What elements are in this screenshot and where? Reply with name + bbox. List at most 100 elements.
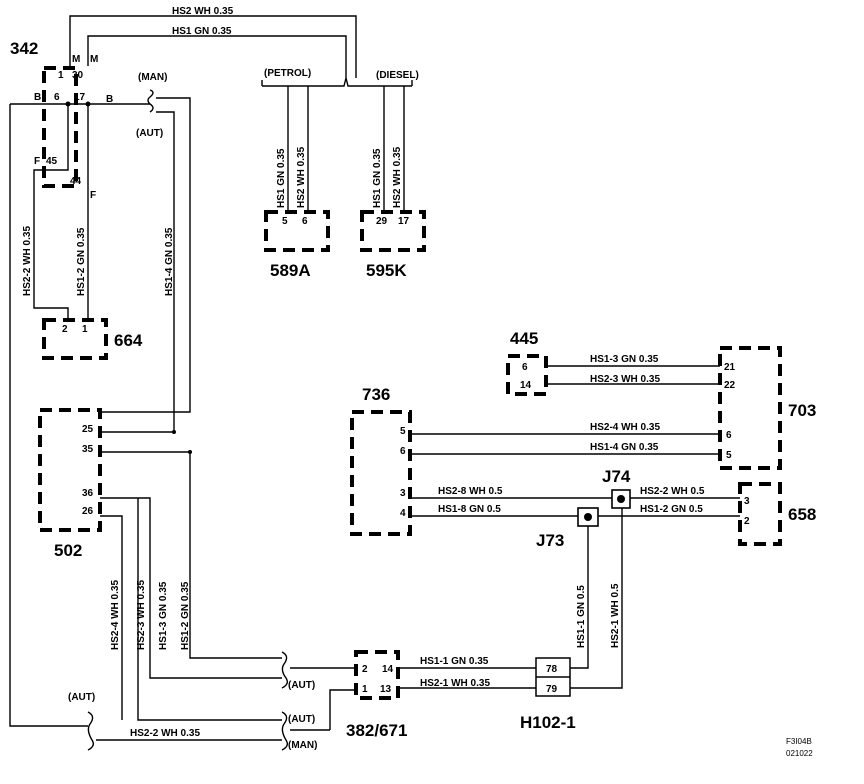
label-382-671: 382/671 — [346, 721, 407, 740]
svg-text:5: 5 — [282, 216, 288, 227]
label-502: 502 — [54, 541, 82, 560]
marker-m-1: M — [72, 54, 80, 65]
wire-hs2-2-left: HS2-2 WH 0.35 — [22, 226, 33, 296]
wire-hs1-1-v: HS1-1 GN 0.5 — [576, 585, 587, 648]
annotation-aut-left: (AUT) — [68, 692, 95, 703]
svg-text:14: 14 — [382, 664, 394, 675]
wires — [9, 15, 740, 751]
wire-hs2-8: HS2-8 WH 0.5 — [438, 486, 503, 497]
svg-text:1: 1 — [362, 684, 368, 695]
svg-text:5: 5 — [726, 450, 732, 461]
wire-595-gn: HS1 GN 0.35 — [372, 148, 383, 208]
wire-hs2-4-right: HS2-4 WH 0.35 — [590, 422, 660, 433]
label-j73: J73 — [536, 531, 564, 550]
junctions — [65, 101, 192, 454]
wire-top-hs2: HS2 WH 0.35 — [172, 6, 234, 17]
wire-hs1-4-mid: HS1-4 GN 0.35 — [164, 227, 175, 296]
wire-hs2-1-v: HS2-1 WH 0.5 — [610, 583, 621, 648]
wire-hs1-2-bottom: HS1-2 GN 0.35 — [180, 581, 191, 650]
svg-text:4: 4 — [400, 508, 406, 519]
annotation-petrol: (PETROL) — [264, 68, 311, 79]
marker-f-1: F — [34, 156, 40, 167]
marker-f-2: F — [90, 190, 96, 201]
annotation-aut-top: (AUT) — [136, 128, 163, 139]
svg-text:6: 6 — [54, 92, 60, 103]
annotation-man-bottom: (MAN) — [288, 740, 317, 751]
svg-text:6: 6 — [400, 446, 406, 457]
svg-text:2: 2 — [362, 664, 368, 675]
svg-text:45: 45 — [46, 156, 58, 167]
wire-hs1-4-right: HS1-4 GN 0.35 — [590, 442, 659, 453]
component-445-box — [506, 354, 548, 396]
component-595k-box — [360, 210, 426, 252]
wire-589-wh: HS2 WH 0.35 — [296, 146, 307, 208]
wire-hs2-3-bottom: HS2-3 WH 0.35 — [136, 580, 147, 650]
label-445: 445 — [510, 329, 538, 348]
annotation-man-top: (MAN) — [138, 72, 167, 83]
svg-text:1: 1 — [58, 70, 64, 81]
svg-text:13: 13 — [380, 684, 392, 695]
svg-text:1: 1 — [82, 324, 88, 335]
svg-text:26: 26 — [82, 506, 94, 517]
svg-text:35: 35 — [82, 444, 94, 455]
marker-b-1: B — [34, 92, 41, 103]
label-595k: 595K — [366, 261, 407, 280]
reference-date: 021022 — [786, 749, 813, 758]
component-736-box — [350, 410, 412, 536]
label-703: 703 — [788, 401, 816, 420]
wire-hs1-2-left: HS1-2 GN 0.35 — [76, 227, 87, 296]
svg-text:22: 22 — [724, 380, 736, 391]
component-703-box — [718, 346, 782, 470]
wire-hs2-4-bottom: HS2-4 WH 0.35 — [110, 580, 121, 650]
wire-hs2-3: HS2-3 WH 0.35 — [590, 374, 660, 385]
svg-text:79: 79 — [546, 684, 558, 695]
wire-hs1-1-h: HS1-1 GN 0.35 — [420, 656, 489, 667]
label-j74: J74 — [602, 467, 631, 486]
annotation-aut-382a: (AUT) — [288, 680, 315, 691]
svg-text:25: 25 — [82, 424, 94, 435]
label-342: 342 — [10, 39, 38, 58]
wire-hs2-1-h: HS2-1 WH 0.35 — [420, 678, 490, 689]
annotation-aut-382b: (AUT) — [288, 714, 315, 725]
svg-text:6: 6 — [726, 430, 732, 441]
component-342-box — [42, 66, 78, 188]
marker-m-2: M — [90, 54, 98, 65]
svg-text:17: 17 — [74, 92, 86, 103]
component-658-box — [738, 482, 782, 546]
wire-hs1-2-right: HS1-2 GN 0.5 — [640, 504, 703, 515]
label-658: 658 — [788, 505, 816, 524]
wire-top-hs1: HS1 GN 0.35 — [172, 26, 232, 37]
svg-text:6: 6 — [302, 216, 308, 227]
component-382-box — [354, 650, 400, 700]
wire-hs2-2-bottom: HS2-2 WH 0.35 — [130, 728, 200, 739]
svg-text:14: 14 — [520, 380, 532, 391]
annotation-diesel: (DIESEL) — [376, 70, 419, 81]
label-h102-1: H102-1 — [520, 713, 576, 732]
svg-text:2: 2 — [62, 324, 68, 335]
svg-text:6: 6 — [522, 362, 528, 373]
svg-text:5: 5 — [400, 426, 406, 437]
component-664-box — [42, 318, 108, 360]
wire-hs1-3-bottom: HS1-3 GN 0.35 — [158, 581, 169, 650]
marker-b-2: B — [106, 94, 113, 105]
svg-text:29: 29 — [376, 216, 388, 227]
label-736: 736 — [362, 385, 390, 404]
label-664: 664 — [114, 331, 143, 350]
wire-589-gn: HS1 GN 0.35 — [276, 148, 287, 208]
wire-hs2-2-right: HS2-2 WH 0.5 — [640, 486, 705, 497]
svg-text:44: 44 — [70, 176, 82, 187]
component-589a-box — [264, 210, 330, 252]
pin-numbers: 1 30 6 17 45 44 2 1 5 6 29 17 6 14 21 22… — [46, 70, 750, 695]
reference-code: F3I04B — [786, 737, 812, 746]
wire-hs1-8: HS1-8 GN 0.5 — [438, 504, 501, 515]
svg-text:21: 21 — [724, 362, 736, 373]
wire-hs1-3: HS1-3 GN 0.35 — [590, 354, 659, 365]
svg-text:30: 30 — [72, 70, 84, 81]
svg-text:17: 17 — [398, 216, 410, 227]
svg-text:3: 3 — [744, 496, 750, 507]
svg-text:36: 36 — [82, 488, 94, 499]
svg-text:2: 2 — [744, 516, 750, 527]
label-589a: 589A — [270, 261, 311, 280]
svg-text:78: 78 — [546, 664, 558, 675]
